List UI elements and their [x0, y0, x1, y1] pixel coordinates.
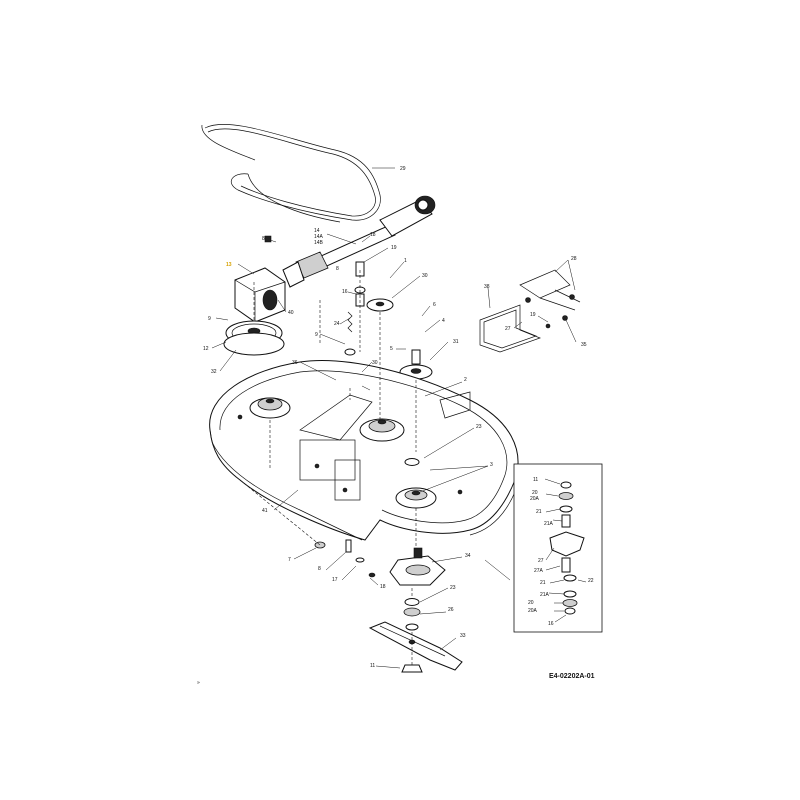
deck-shell [209, 360, 519, 541]
left-pulley [223, 320, 285, 356]
inset-callout-22: 22 [588, 578, 594, 584]
spindle-left [249, 397, 291, 419]
gearbox [234, 267, 286, 323]
callout-35: 35 [581, 342, 587, 348]
callout-23a: 23 [476, 424, 482, 430]
inset-callout-20b: 20 [528, 600, 534, 606]
callout-17: 17 [332, 577, 338, 583]
callout-34: 34 [465, 553, 471, 559]
callout-9b: 9 [315, 332, 318, 338]
callout-29: 29 [400, 166, 406, 172]
callout-33: 33 [460, 633, 466, 639]
inset-callout-21a: 21A [544, 521, 554, 527]
callout-23b: 23 [450, 585, 456, 591]
spindle-detail-inset: 11 20 20A 21 21A 27 27A 21 22 21A 20 20A… [513, 463, 603, 633]
callout-13: 13 [226, 262, 232, 268]
callout-14a: 14A [314, 234, 324, 240]
inset-callout-20: 20 [532, 490, 538, 496]
callout-24: 24 [334, 321, 340, 327]
idler-pulley-upper [366, 298, 394, 312]
drive-belt [201, 124, 395, 223]
callout-14b: 14B [314, 240, 324, 246]
callout-26: 26 [448, 607, 454, 613]
callout-2: 2 [464, 377, 467, 383]
spindle-center [359, 418, 405, 442]
callout-28: 28 [571, 256, 577, 262]
corner-mark: » [197, 680, 200, 686]
leader-lines [211, 233, 577, 669]
inset-callout-27: 27 [538, 558, 544, 564]
bearing-stack [403, 598, 421, 631]
callout-19b: 19 [530, 312, 536, 318]
callout-30a: 30 [422, 273, 428, 279]
diagram-code: E4-02202A-01 [549, 673, 595, 680]
callout-7: 7 [288, 557, 291, 563]
callout-32: 32 [211, 369, 217, 375]
callout-41: 41 [262, 508, 268, 514]
deck-hardware [314, 539, 376, 578]
inset-callout-21: 21 [536, 509, 542, 515]
callout-6: 6 [433, 302, 436, 308]
callout-8a: 8 [262, 236, 265, 242]
spindle-right [395, 458, 437, 509]
mower-blade [368, 621, 463, 671]
callout-labels: 29 14 14A 14B 8 13 9 12 32 40 8 18 19 1 … [203, 166, 587, 669]
inset-callout-21c: 21A [540, 592, 550, 598]
callout-4: 4 [442, 318, 445, 324]
callout-8c: 8 [318, 566, 321, 572]
alignment-lines [239, 270, 417, 665]
callout-12: 12 [203, 346, 209, 352]
inset-callout-21b: 21 [540, 580, 546, 586]
callout-11: 11 [370, 663, 375, 669]
blade-bolt [401, 664, 423, 673]
inset-callout-27a: 27A [534, 568, 544, 574]
callout-3a: 3 [490, 462, 493, 468]
callout-30b: 30 [372, 360, 378, 366]
callout-5: 5 [390, 346, 393, 352]
inset-callout-16: 16 [548, 621, 554, 627]
callout-19: 19 [391, 245, 397, 251]
callout-31: 31 [453, 339, 459, 345]
callout-1: 1 [404, 258, 407, 264]
callout-38: 38 [484, 284, 490, 290]
callout-16: 16 [342, 289, 348, 295]
callout-18: 18 [370, 232, 376, 238]
callout-18b: 18 [380, 584, 386, 590]
pto-drive-shaft [282, 195, 436, 288]
callout-36: 36 [292, 360, 298, 366]
callout-14: 14 [314, 228, 320, 234]
callout-40: 40 [288, 310, 294, 316]
spindle-housing [389, 547, 446, 586]
inset-callout-11: 11 [533, 477, 538, 483]
callout-27: 27 [505, 326, 511, 332]
inset-callout-20c: 20A [528, 608, 538, 614]
callout-8b: 8 [336, 266, 339, 272]
deck-hanger-bracket [479, 269, 581, 353]
callout-9a: 9 [208, 316, 211, 322]
inset-callout-20a: 20A [530, 496, 540, 502]
